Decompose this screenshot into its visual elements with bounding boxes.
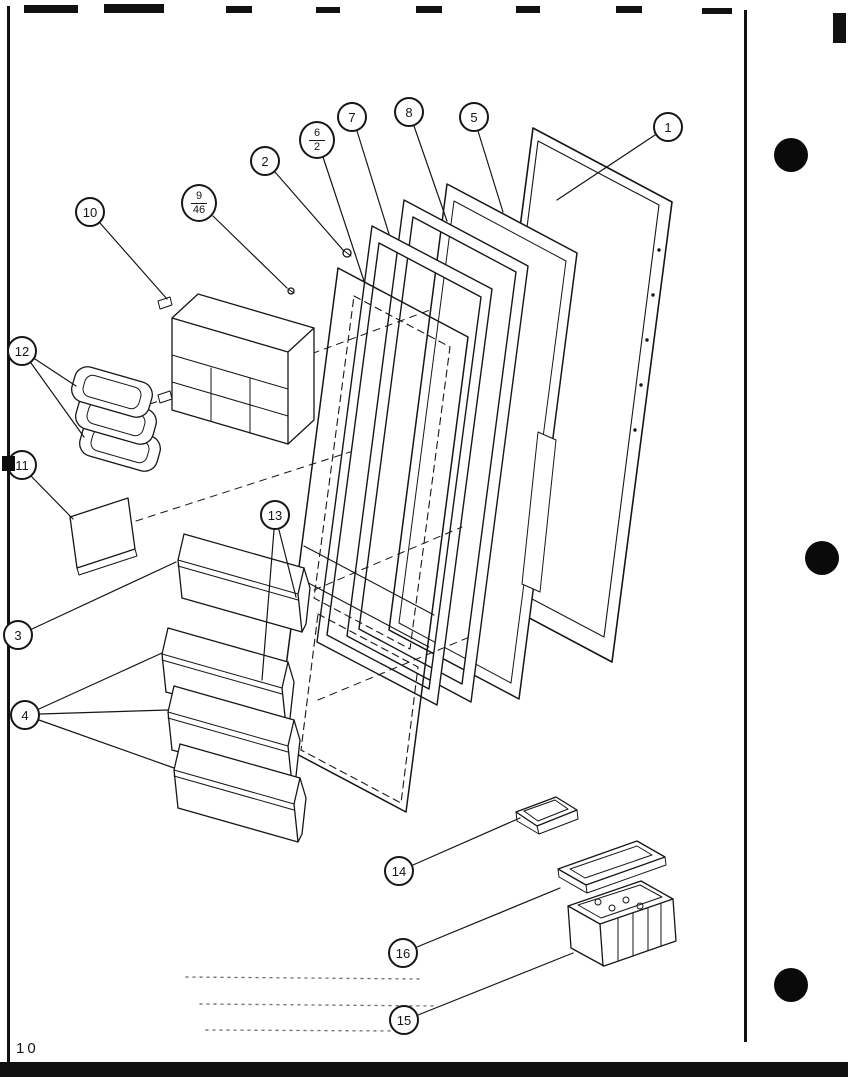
door-gasket-inner — [316, 225, 493, 706]
cover-plate — [69, 497, 138, 576]
callout-7: 7 — [337, 102, 367, 132]
callout-12-label: 12 — [14, 343, 30, 359]
callout-5: 5 — [459, 102, 489, 132]
crisper-tray-stack — [71, 366, 161, 472]
door-mount-holes — [633, 248, 661, 432]
callout-3: 3 — [3, 620, 33, 650]
door-gasket-outer — [346, 199, 529, 703]
callout-2: 2 — [250, 146, 280, 176]
callout-46-label: 46 — [192, 203, 206, 216]
callout-3-label: 3 — [14, 627, 22, 643]
callout-12: 12 — [7, 336, 37, 366]
small-tray — [515, 796, 579, 835]
storage-bucket — [567, 880, 677, 967]
callout-8-label: 8 — [405, 104, 413, 120]
door-liner-panel — [388, 183, 578, 700]
door-bucket-group — [161, 627, 307, 843]
callout-15: 15 — [389, 1005, 419, 1035]
callout-6-2: 6 2 — [299, 121, 335, 159]
door-bucket-upper — [177, 533, 311, 633]
utility-shelf — [157, 293, 315, 445]
callout-1: 1 — [653, 112, 683, 142]
callout-6-label: 6 — [313, 126, 321, 139]
liner-trim-strip — [521, 431, 557, 593]
callout-2b-label: 2 — [313, 140, 321, 153]
screw-item-9 — [287, 287, 295, 295]
callout-4: 4 — [10, 700, 40, 730]
callout-14-label: 14 — [391, 863, 407, 879]
callout-5-label: 5 — [470, 109, 478, 125]
cover-lid — [557, 840, 667, 894]
ink-blotch — [2, 456, 15, 471]
callout-13: 13 — [260, 500, 290, 530]
callout-7-label: 7 — [348, 109, 356, 125]
callout-8: 8 — [394, 97, 424, 127]
callout-9-label: 9 — [195, 189, 203, 202]
callout-14: 14 — [384, 856, 414, 886]
leader-lines — [30, 125, 656, 1016]
callout-2-label: 2 — [261, 153, 269, 169]
door-bucket — [173, 743, 307, 843]
callout-15-label: 15 — [396, 1012, 412, 1028]
fraction-divider — [191, 202, 207, 204]
callout-16-label: 16 — [395, 945, 411, 961]
callout-11-label: 11 — [15, 457, 29, 473]
screw-item-2 — [342, 248, 352, 258]
fraction-divider — [309, 139, 325, 141]
callout-10-label: 10 — [82, 204, 98, 220]
binder-hole — [805, 541, 839, 575]
callout-13-label: 13 — [267, 507, 283, 523]
callout-9-46: 9 46 — [181, 184, 217, 222]
callout-4-label: 4 — [21, 707, 29, 723]
callout-1-label: 1 — [664, 119, 672, 135]
callout-10: 10 — [75, 197, 105, 227]
page-frame — [0, 4, 848, 1077]
binder-holes — [774, 138, 839, 1002]
binder-hole — [774, 968, 808, 1002]
binder-hole — [774, 138, 808, 172]
callout-16: 16 — [388, 938, 418, 968]
page-number: 10 — [16, 1040, 39, 1057]
